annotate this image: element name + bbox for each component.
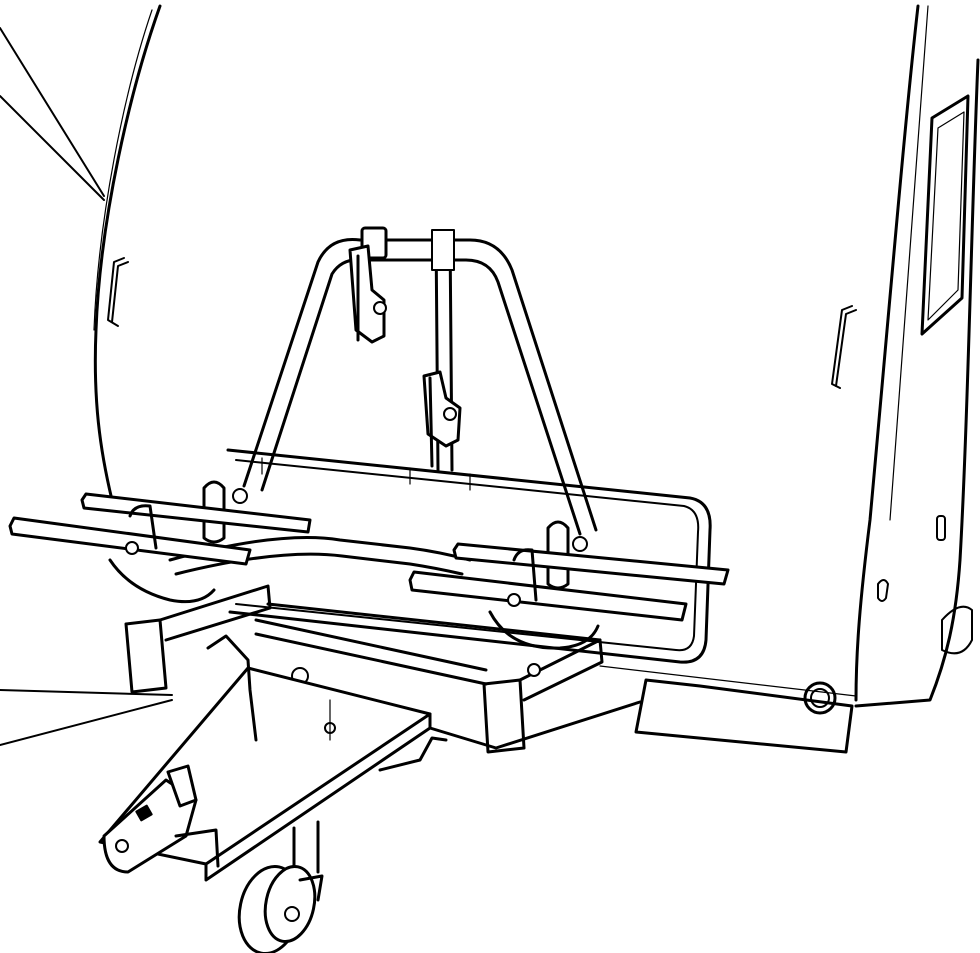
drawbar-front-face	[204, 712, 432, 882]
holder-knob	[443, 407, 457, 421]
left-mount-arm	[158, 584, 272, 642]
drawbar	[98, 634, 642, 882]
caravan-right-edge-inner	[889, 5, 929, 521]
leader-line-bottom-2	[0, 699, 173, 746]
carrier-beam	[124, 584, 604, 754]
caravan-left-edge-inner	[93, 9, 153, 331]
right-rail-rear	[452, 542, 730, 586]
coupling-head	[102, 764, 220, 874]
right-clamp-knob	[507, 593, 521, 607]
frame-holder-center	[422, 370, 462, 468]
corner-lamp	[803, 681, 837, 715]
side-marker-light	[877, 579, 889, 602]
left-mount-block	[124, 618, 168, 694]
holder-strap	[428, 376, 434, 468]
right-rail-front	[408, 570, 688, 622]
left-rail-front	[8, 516, 252, 566]
side-window	[920, 94, 970, 336]
breakaway-cable	[378, 736, 448, 772]
rack-backplate-inner	[235, 459, 700, 652]
left-grab-handle-inner	[111, 261, 129, 323]
left-rail-rear	[80, 492, 312, 534]
left-clamp-knob	[125, 541, 139, 555]
side-window-inner	[927, 111, 965, 321]
a-frame-outer	[242, 237, 598, 532]
left-leg-strap	[202, 480, 226, 544]
coupling-rod	[174, 828, 220, 868]
coupling-bolt	[115, 839, 129, 853]
rack-backplate-outline	[226, 448, 712, 664]
caravan-wheel-arch	[941, 605, 973, 655]
caravan-body	[93, 4, 980, 754]
corner-lamp-inner	[810, 688, 830, 708]
beam-upper	[254, 618, 488, 672]
caravan-right-edge	[854, 4, 920, 702]
leader-line-top-1	[0, 27, 105, 197]
right-grab-handle-inner	[835, 309, 857, 387]
bike-rack-frame	[168, 226, 712, 664]
front-skirt	[634, 678, 854, 754]
right-leg-knob	[572, 536, 588, 552]
frame-holder-left	[348, 226, 388, 344]
wheel-holders	[8, 492, 730, 650]
caravan-left-edge	[93, 4, 162, 502]
caravan-right-side	[854, 58, 980, 708]
right-leg-strap	[546, 520, 570, 590]
beam-lower	[254, 632, 488, 686]
beam-knob-right	[527, 663, 541, 677]
leader-line-top-2	[0, 95, 105, 201]
jockey-wheel	[237, 820, 324, 953]
leader-lines	[0, 27, 173, 746]
coupling-label	[135, 804, 153, 822]
right-mount-block	[482, 678, 526, 754]
leader-line-bottom-1	[0, 689, 173, 696]
jockey-fork	[298, 874, 324, 902]
chassis-rail	[428, 700, 642, 750]
jockey-wheel-hub	[284, 906, 300, 922]
jockey-wheel-rim	[263, 864, 317, 944]
right-mount-arm	[518, 638, 604, 702]
coupling-handle	[166, 764, 198, 808]
center-post-clamp	[431, 229, 455, 271]
right-clamp-arm	[512, 548, 538, 602]
side-fitting	[936, 515, 946, 541]
left-support-bracket	[108, 558, 216, 604]
left-clamp-arm	[128, 504, 158, 550]
a-frame-inner	[260, 258, 582, 536]
drawbar-bolt	[324, 722, 336, 734]
left-leg-knob	[232, 488, 248, 504]
holder-knob	[373, 301, 387, 315]
skirt-line	[599, 665, 857, 697]
beam-top	[266, 602, 602, 642]
left-grab-handle	[107, 257, 125, 327]
handbrake-lever	[206, 634, 258, 742]
